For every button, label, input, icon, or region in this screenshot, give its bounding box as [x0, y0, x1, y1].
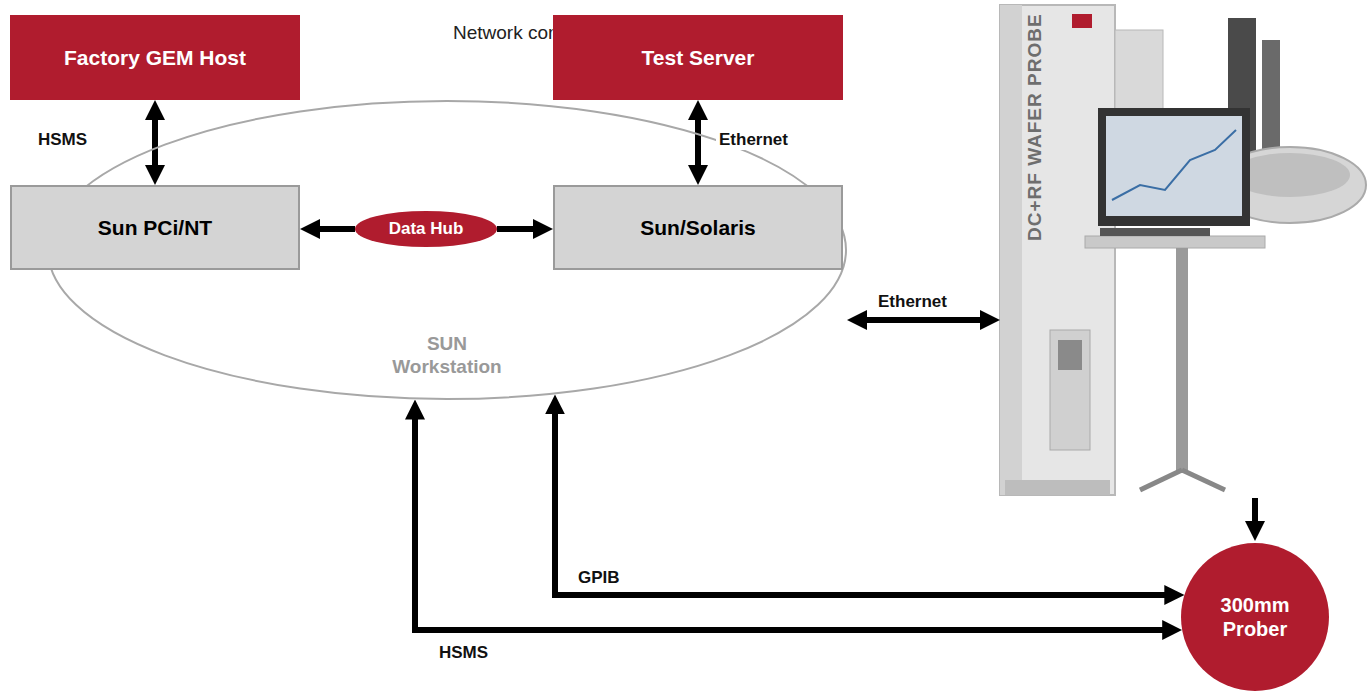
connector-label: HSMS	[436, 643, 491, 663]
node-label: SUN Workstation	[377, 333, 517, 379]
connector-arrow	[497, 226, 539, 232]
computer-box: Sun/Solaris	[553, 185, 843, 270]
connector-arrow	[415, 414, 1168, 631]
connector-arrow	[695, 114, 701, 171]
connector-label: Ethernet	[716, 130, 791, 150]
connector-label: HSMS	[35, 130, 90, 150]
host-box: Factory GEM Host	[10, 15, 300, 100]
prober-circle: 300mm Prober	[1181, 543, 1329, 691]
connector-arrow	[314, 226, 355, 232]
connector-label: GPIB	[575, 568, 623, 588]
computer-box: Sun PCi/NT	[10, 185, 300, 270]
node-label: Sun/Solaris	[640, 215, 756, 240]
node-label: Data Hub	[389, 219, 464, 239]
node-label: 300mm Prober	[1205, 593, 1305, 641]
node-label: Factory GEM Host	[64, 45, 246, 70]
server-box: Test Server	[553, 15, 843, 100]
ethernet-link	[861, 317, 986, 323]
node-label: Sun PCi/NT	[98, 215, 212, 240]
prober-circle-outline	[1181, 543, 1329, 691]
device-marking: DC+RF WAFER PROBE	[1024, 41, 1046, 241]
node-label: Test Server	[642, 45, 755, 70]
link-label: Ethernet	[878, 292, 947, 312]
connector-arrow	[555, 408, 1170, 595]
machine-link	[1252, 498, 1258, 527]
connector-arrow	[152, 114, 158, 171]
hub-oval: Data Hub	[355, 211, 497, 247]
